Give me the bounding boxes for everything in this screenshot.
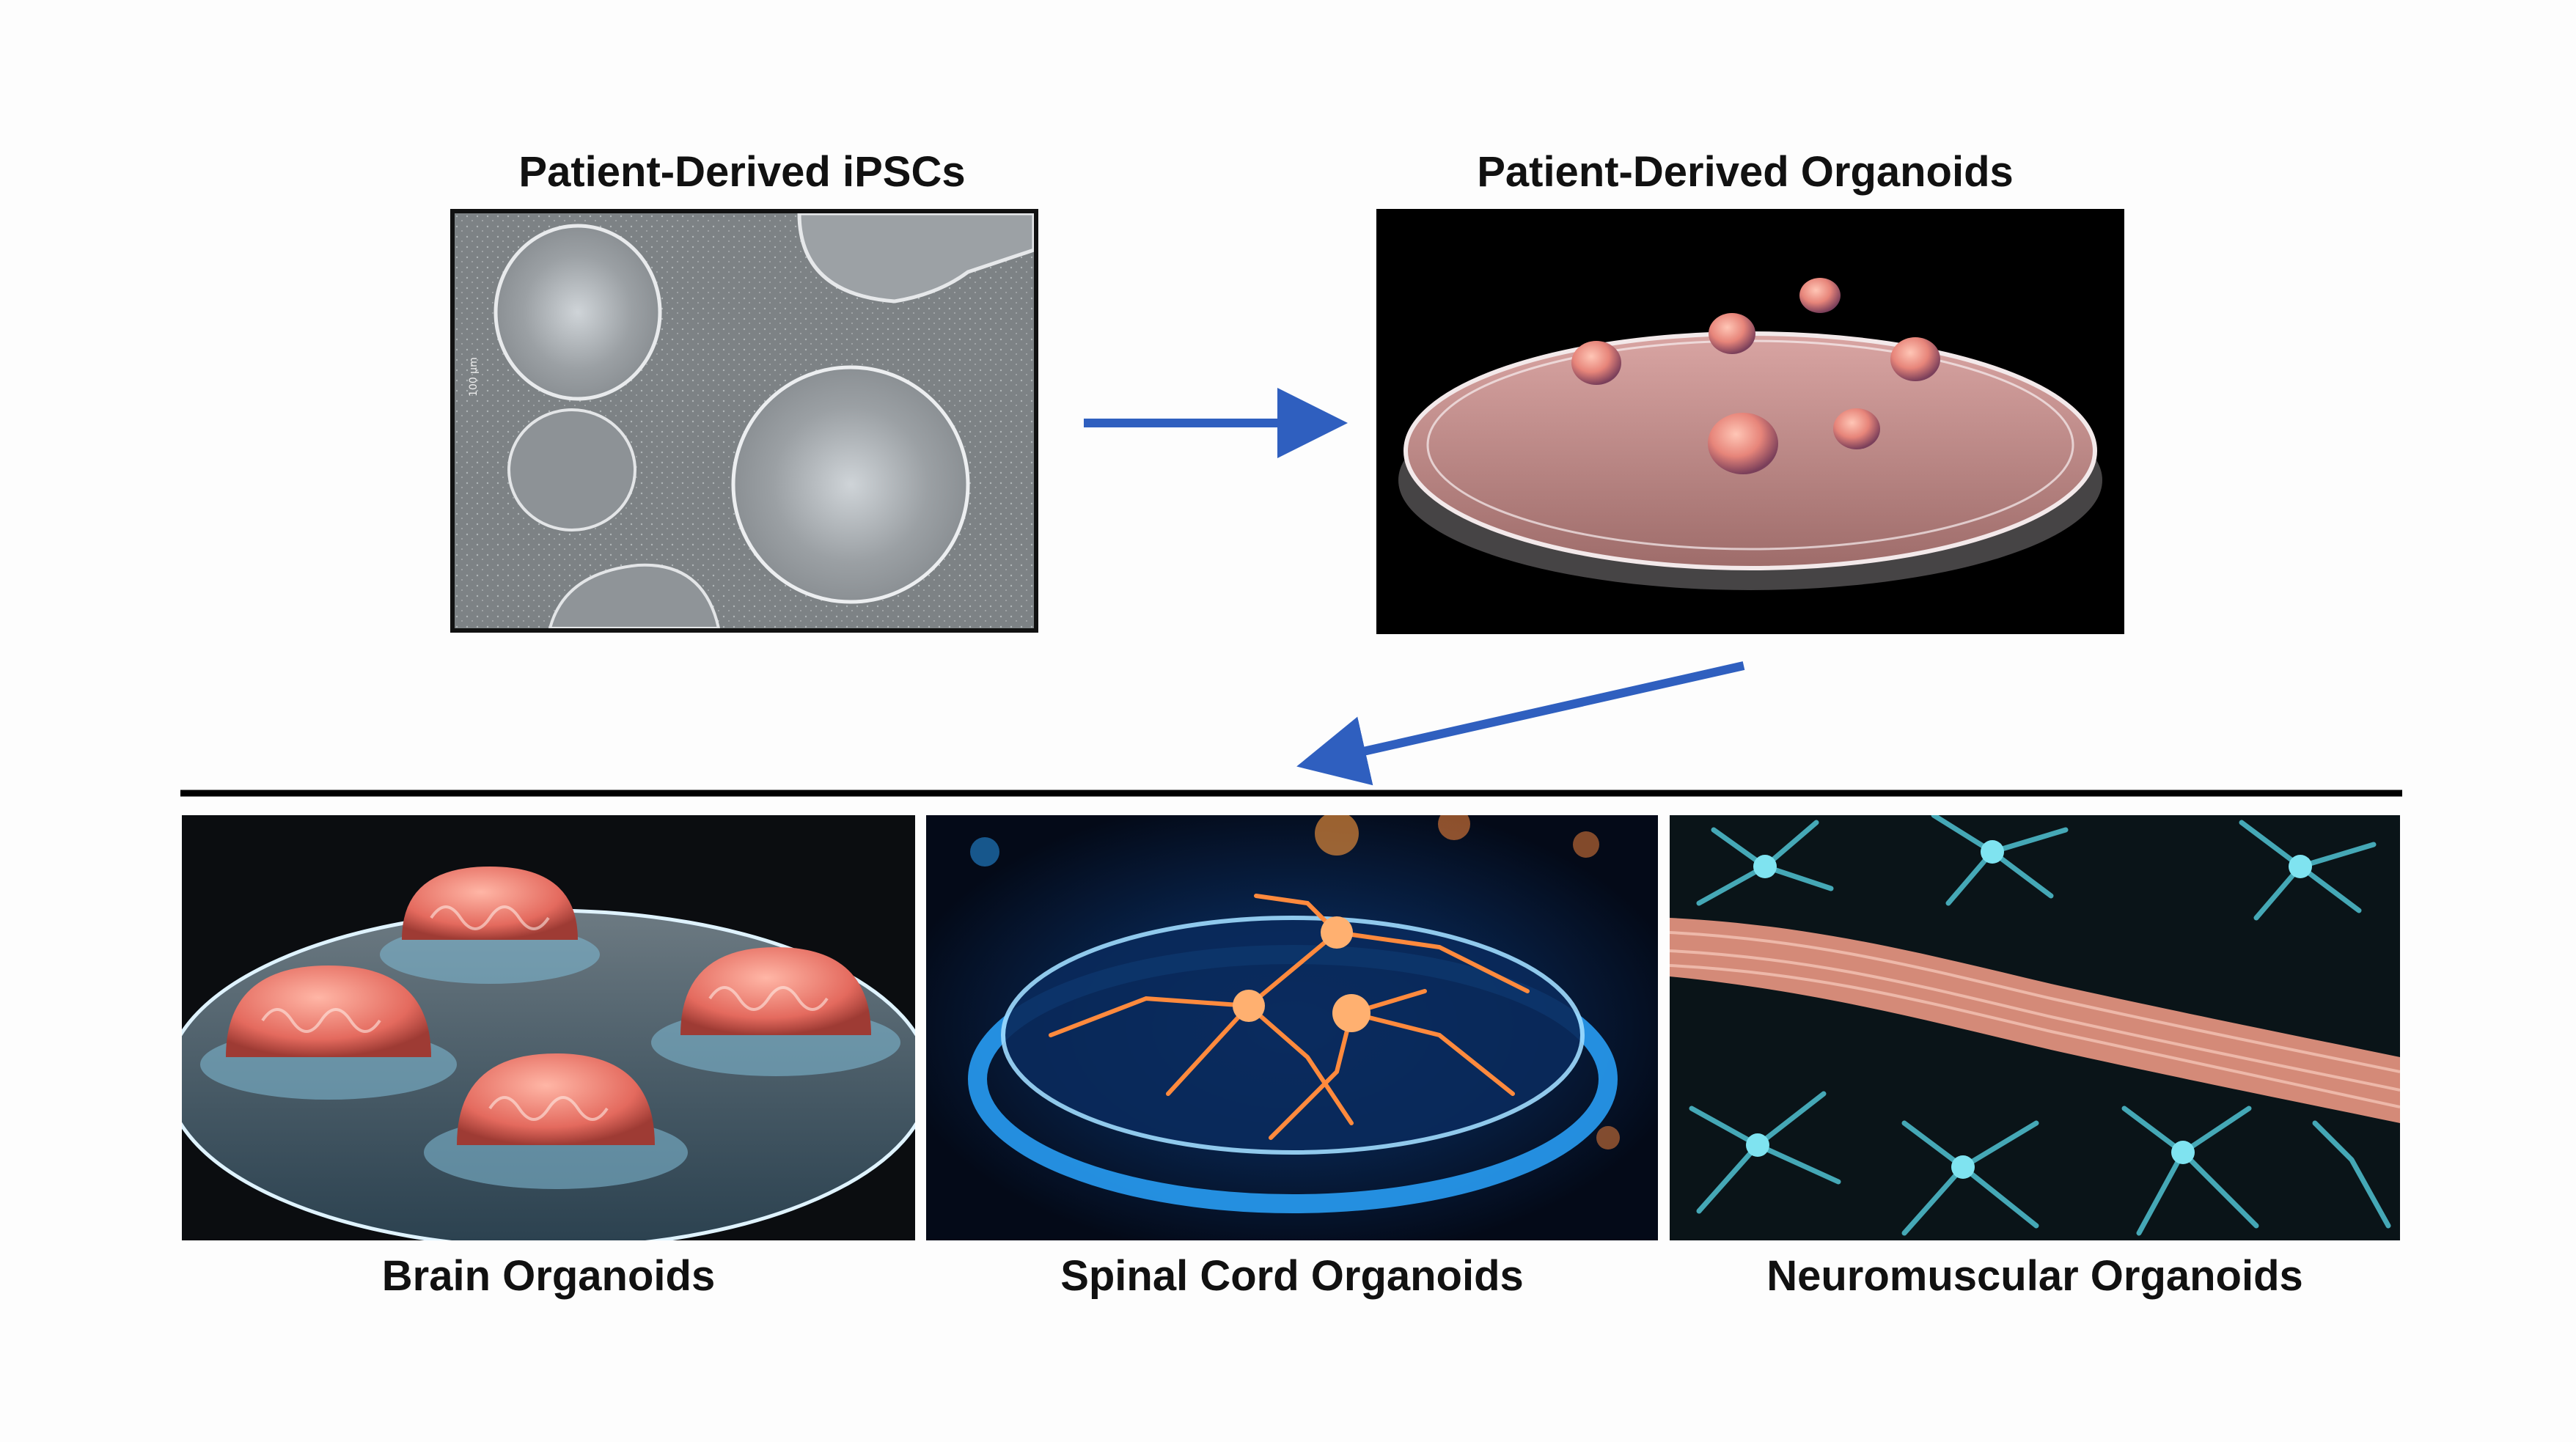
colony [493,224,662,401]
neuron-network [1689,815,2391,1236]
organoid-dish-image [1376,209,2124,634]
brain-organoids-label: Brain Organoids [381,1252,716,1300]
brain-organoid [651,947,900,1076]
organoid [1890,337,1940,381]
spinal-cord-organoids-image [926,815,1658,1240]
brain-organoids-illustration [182,867,915,1240]
muscle-fiber [1670,918,2400,1123]
spinal-cord-organoids-label: Spinal Cord Organoids [1060,1252,1524,1300]
neuron-soma [2289,855,2312,878]
scale-bar-label: 100 µm [468,357,480,397]
organoid [1708,413,1778,474]
brain-organoids-image [182,815,915,1240]
neuron-soma [1981,840,2004,864]
ipsc-microscopy-image: 100 µm [450,209,1038,633]
organoid-title: Patient-Derived Organoids [1477,148,2014,196]
colony [731,365,970,604]
organoid [1799,278,1841,313]
organoid [1709,313,1755,354]
neuron-soma [2171,1141,2195,1164]
organoid-dish-illustration [1376,209,2124,634]
neuron-soma [1233,990,1265,1022]
neuromuscular-organoids-image [1670,815,2400,1240]
ipsc-title: Patient-Derived iPSCs [518,148,966,196]
neuromuscular-organoids-illustration [1670,815,2400,1236]
ipsc-colonies-illustration: 100 µm [455,213,1034,628]
neuron-soma [1753,855,1777,878]
colony [797,213,1034,304]
neuromuscular-organoids-label: Neuromuscular Organoids [1766,1252,2303,1300]
organoid [1833,408,1880,449]
spinal-cord-organoids-illustration [926,815,1658,1240]
arrow-down-left-icon [1296,661,1745,786]
neuron-soma [1951,1155,1975,1179]
brain-organoid [380,867,600,984]
neuron-soma [1746,1133,1769,1157]
neuron-soma [1321,916,1353,949]
colony [548,563,721,628]
organoid [1571,341,1621,385]
neuron-soma [1332,994,1370,1032]
colony [507,408,636,531]
